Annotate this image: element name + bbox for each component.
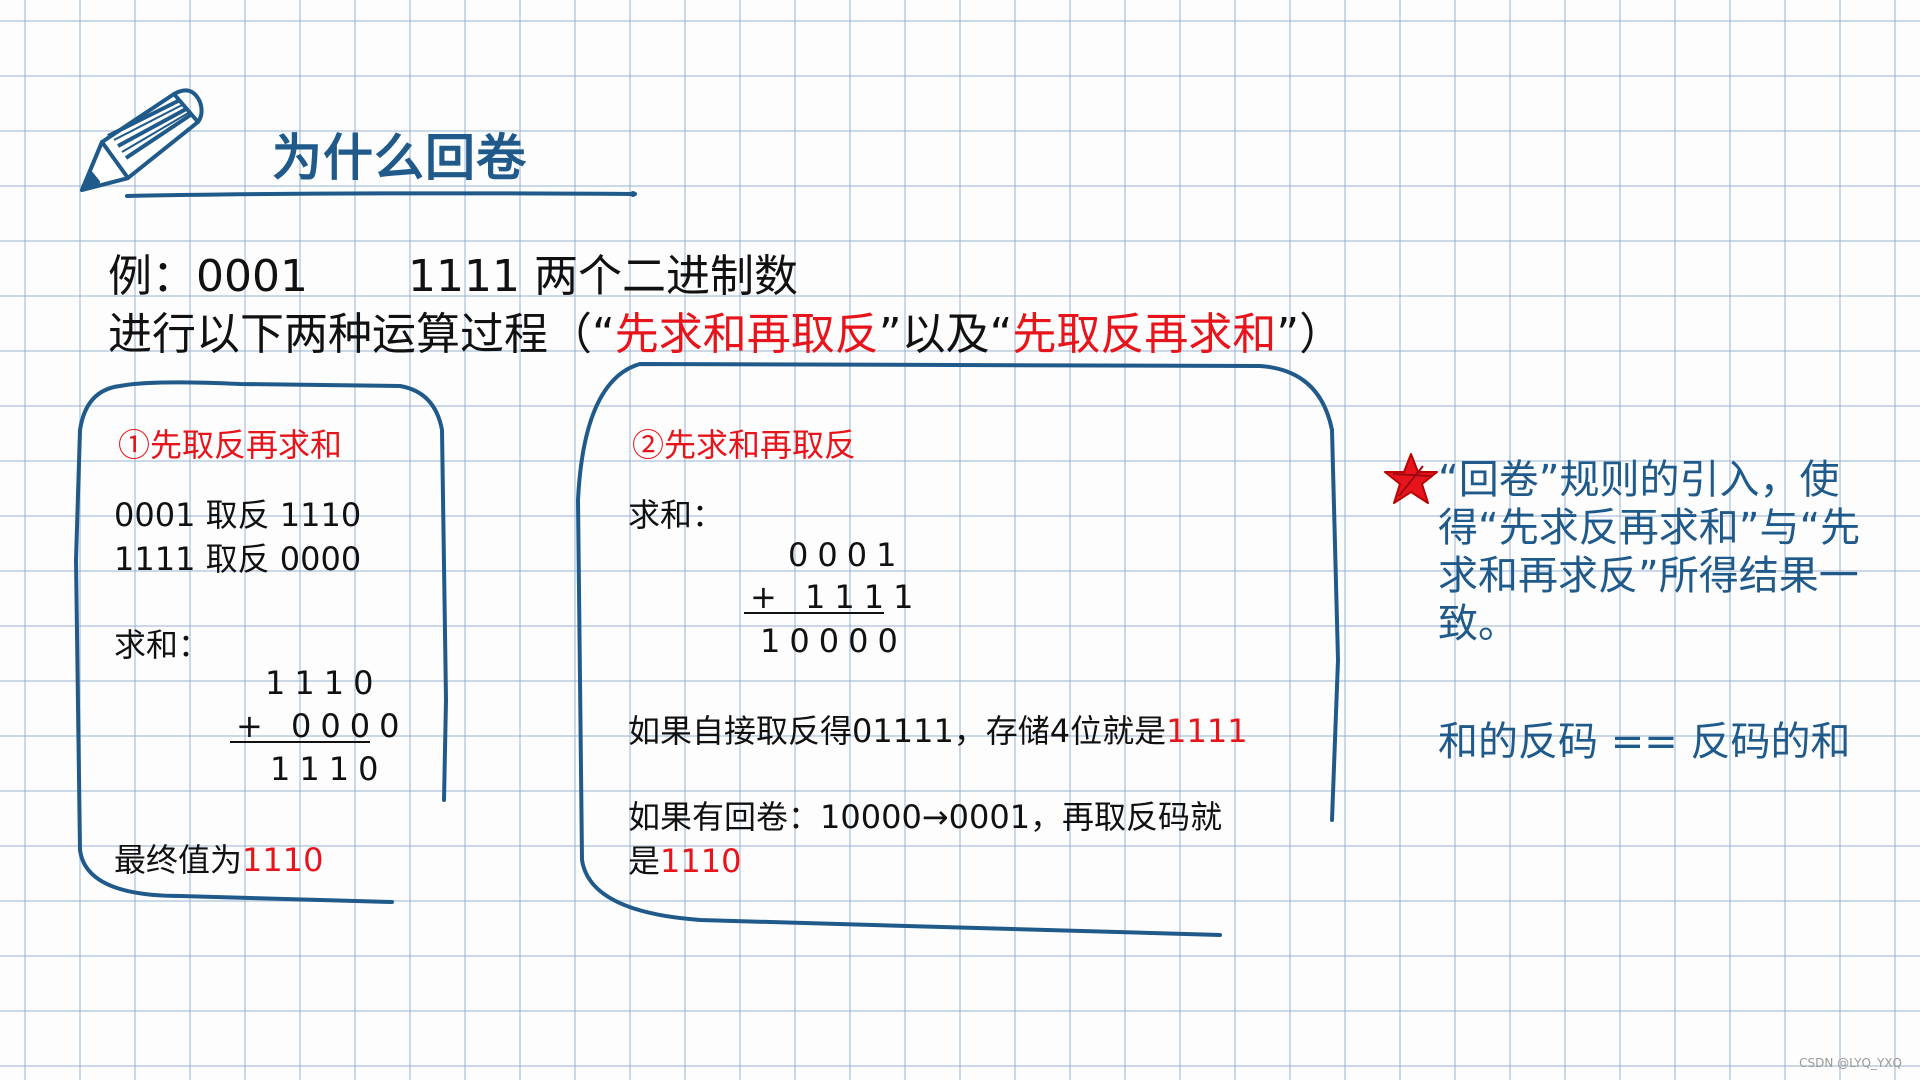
page-title: 为什么回卷 — [272, 129, 527, 187]
formula-note: 和的反码 == 反码的和 — [1438, 719, 1851, 765]
box2-line1-text: 如果自接取反得01111，存储4位就是 — [628, 712, 1167, 750]
box2-line3-value: 1110 — [660, 842, 742, 880]
box2-title: ②先求和再取反 — [632, 426, 857, 464]
pencil-icon — [80, 88, 204, 192]
intro-text-c: ”） — [1276, 309, 1344, 360]
box1-final: 最终值为1110 — [114, 835, 323, 881]
box1-title: ①先取反再求和 — [118, 426, 343, 464]
intro-line-1: 例：0001 1111 两个二进制数 — [108, 240, 798, 304]
box1-sum-label: 求和： — [114, 626, 211, 664]
box2-direct-negate: 如果自接取反得01111，存储4位就是1111 — [628, 706, 1248, 752]
box2-line3-text: 是 — [628, 842, 661, 880]
box1-frame — [73, 380, 449, 904]
box1-final-label: 最终值为 — [114, 841, 243, 879]
intro-example-a: 例：0001 — [108, 251, 308, 302]
title-underline — [125, 191, 637, 198]
box2-frame — [575, 362, 1341, 937]
wrap-rule-note: “回卷”规则的引入，使得“先求反再求和”与“先求和再求反”所得结果一致。 — [1438, 457, 1861, 647]
box2-sum-line — [744, 612, 884, 614]
intro-text-a: 进行以下两种运算过程（“ — [108, 309, 615, 360]
box2-line1-value: 1111 — [1166, 712, 1248, 750]
intro-line-2: 进行以下两种运算过程（“先求和再取反”以及“先取反再求和”） — [108, 298, 1343, 362]
box1-sum-line — [230, 741, 370, 743]
star-icon — [1384, 453, 1438, 504]
box2-wrap-result: 是1110 — [628, 836, 741, 882]
intro-highlight-2: 先取反再求和 — [1012, 309, 1277, 360]
box1-result: 1110 — [270, 750, 388, 788]
intro-highlight-1: 先求和再取反 — [614, 309, 879, 360]
box2-wrap-line: 如果有回卷：10000→0001，再取反码就 — [628, 798, 1223, 836]
intro-example-b: 1111 两个二进制数 — [407, 251, 798, 302]
watermark: CSDN @LYQ_YXQ — [1799, 1056, 1902, 1070]
box2-sum-label: 求和： — [628, 496, 725, 534]
intro-text-b: ”以及“ — [878, 309, 1013, 360]
box2-addend-1: 0001 — [788, 536, 906, 574]
box2-addend-2: + 1111 — [750, 578, 923, 616]
box1-addend-1: 1110 — [265, 664, 383, 702]
box1-negate-2: 1111 取反 0000 — [114, 540, 362, 578]
box1-addend-2: + 0000 — [236, 707, 409, 745]
box1-negate-1: 0001 取反 1110 — [114, 496, 362, 534]
box1-final-value: 1110 — [242, 841, 324, 879]
box2-result: 10000 — [760, 622, 907, 660]
